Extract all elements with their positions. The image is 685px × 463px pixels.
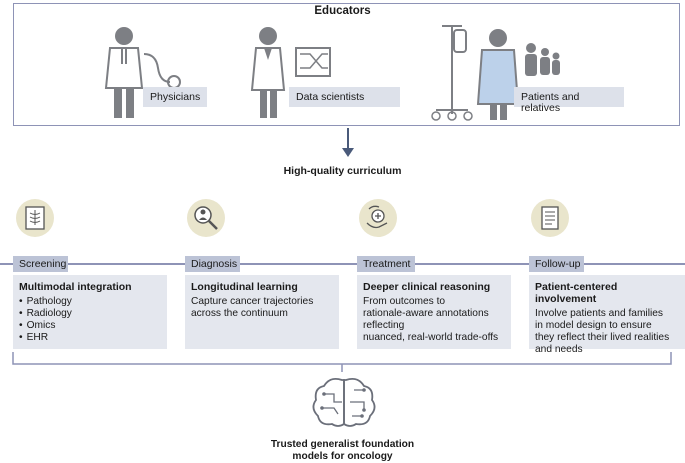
educators-box <box>13 3 680 126</box>
card-line: and needs <box>535 344 583 355</box>
card-title: Multimodal integration <box>19 281 132 293</box>
role-label-patients: Patients and relatives <box>514 87 624 114</box>
output-title-line2: models for oncology <box>292 451 393 462</box>
magnifier-circle <box>187 199 225 237</box>
card-line: Capture cancer trajectories <box>191 296 314 307</box>
list-item: Pathology <box>19 296 161 308</box>
card-line: From outcomes to <box>363 296 446 307</box>
card-line: across the continuum <box>191 308 288 319</box>
xray-icon-circle <box>16 199 54 237</box>
patient-icon <box>431 25 560 121</box>
output-title: Trusted generalist foundation models for… <box>0 439 685 463</box>
role-label-physicians: Physicians <box>143 87 207 107</box>
physician-icon <box>104 27 181 118</box>
card-line: Involve patients and families <box>535 308 663 319</box>
care-hands-icon <box>366 205 388 229</box>
card-title: Longitudinal learning <box>191 281 298 293</box>
stage-follow-up: Follow-up <box>529 256 584 272</box>
stage-treatment: Treatment <box>357 256 415 272</box>
xray-icon <box>25 206 45 230</box>
data-scientist-icon <box>250 27 331 118</box>
clipboard-icon <box>541 206 559 230</box>
output-title-line1: Trusted generalist foundation <box>270 439 415 450</box>
bracket <box>12 352 672 372</box>
card-diagnosis: Longitudinal learning Capture cancer tra… <box>185 275 339 349</box>
card-line: they reflect their lived realities <box>535 332 670 343</box>
card-line: in model design to ensure <box>535 320 652 331</box>
brain-circuit-icon <box>312 377 376 427</box>
curriculum-title: High-quality curriculum <box>283 165 402 177</box>
card-line: reflecting <box>363 320 405 331</box>
list-item: Radiology <box>19 308 161 320</box>
card-treatment: Deeper clinical reasoning From outcomes … <box>357 275 511 349</box>
card-title: Patient-centered involvement <box>535 281 618 305</box>
clipboard-circle <box>531 199 569 237</box>
stage-diagnosis: Diagnosis <box>185 256 240 272</box>
care-hands-circle <box>359 199 397 237</box>
stage-screening: Screening <box>13 256 68 272</box>
card-follow-up: Patient-centered involvement Involve pat… <box>529 275 685 355</box>
timeline <box>0 263 685 265</box>
list-item: EHR <box>19 332 161 344</box>
educators-title: Educators <box>314 5 371 17</box>
bullet-list: Pathology Radiology Omics EHR <box>19 296 161 344</box>
card-screening: Multimodal integration Pathology Radiolo… <box>13 275 167 349</box>
card-line: nuanced, real-world trade-offs <box>363 332 499 343</box>
role-label-data-scientists: Data scientists <box>289 87 400 107</box>
magnifier-person-icon <box>194 206 218 230</box>
card-title: Deeper clinical reasoning <box>363 281 491 293</box>
list-item: Omics <box>19 320 161 332</box>
card-line: rationale-aware annotations <box>363 308 489 319</box>
down-arrow-icon <box>342 128 354 157</box>
